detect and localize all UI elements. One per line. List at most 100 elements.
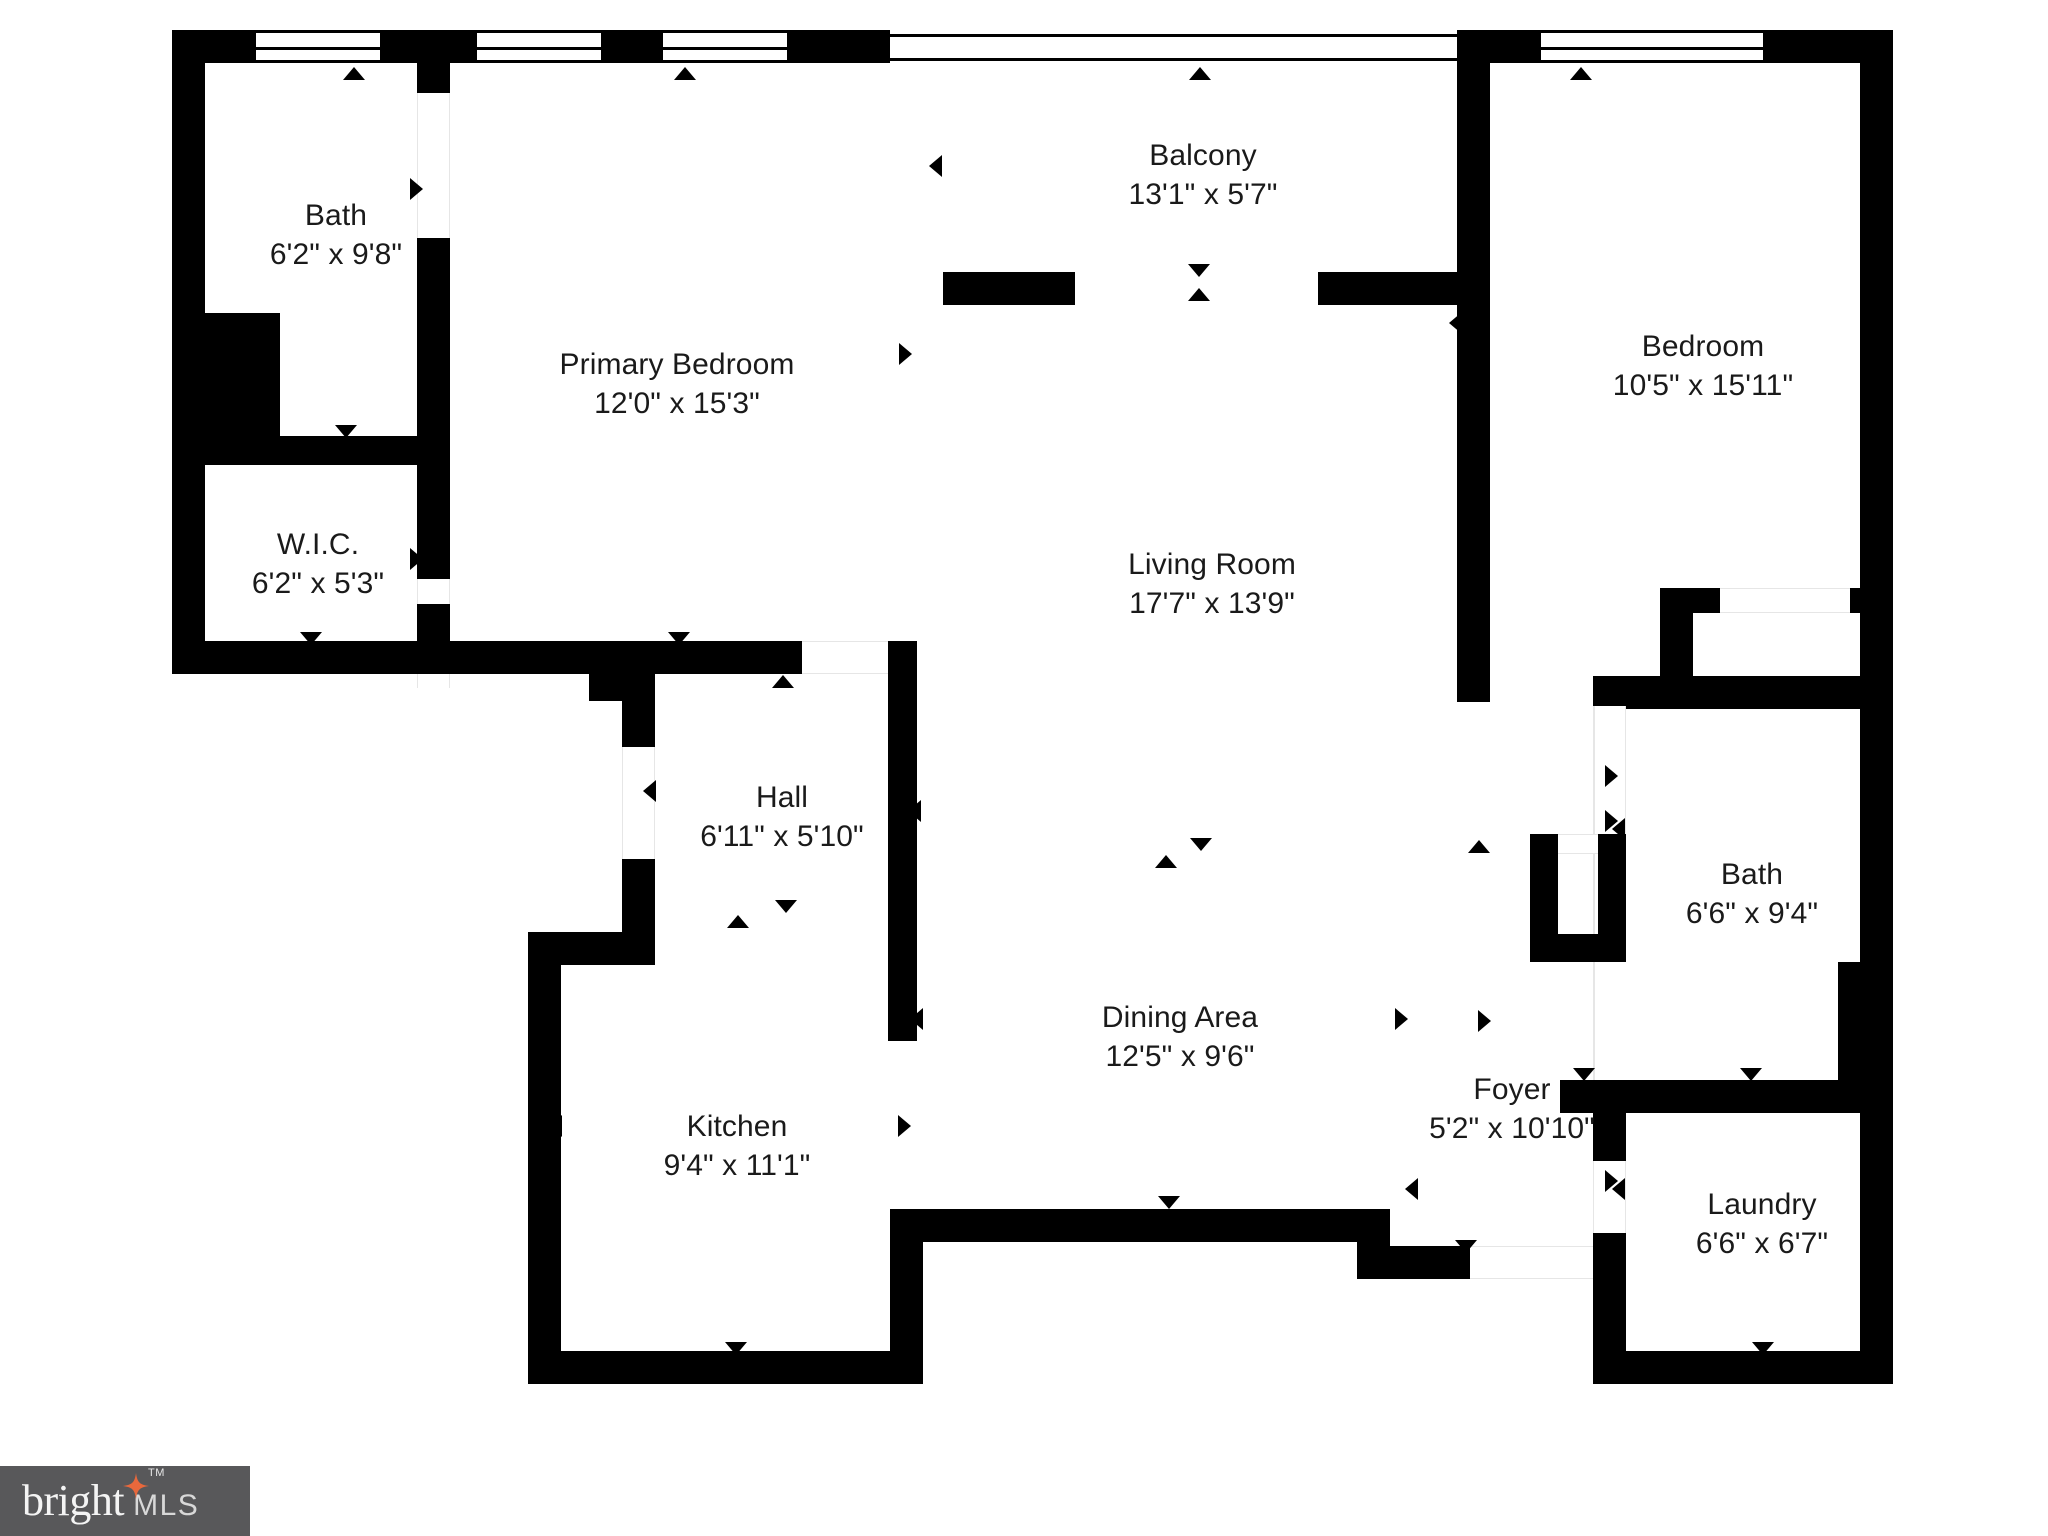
view-marker-icon [1455,1240,1477,1253]
room-name: Bath [304,199,368,232]
room-dimensions: 12'0" x 15'3" [594,387,760,420]
view-marker-icon [1188,288,1210,301]
view-marker-icon [1158,1196,1180,1209]
wall-bedroom-closet-topright [1850,588,1893,613]
window-primary-1 [477,30,601,63]
opening-hall-west[interactable] [622,747,655,859]
room-name: Hall [755,781,809,814]
view-marker-icon [437,343,450,365]
view-marker-icon [775,900,797,913]
room-label-primary-bedroom: Primary Bedroom 12'0" x 15'3" [560,345,795,423]
view-marker-icon [1752,1342,1774,1355]
wall-bedroom-bottom [1457,662,1490,702]
wall-bath-bottom [1560,1080,1893,1113]
room-dimensions: 6'11" x 5'10" [700,820,864,853]
view-marker-icon [1872,312,1885,334]
wall-bath-top [1593,676,1893,709]
view-marker-icon [343,67,365,80]
view-marker-icon [1405,1178,1418,1200]
room-label-balcony: Balcony 13'1" x 5'7" [1128,136,1277,214]
room-label-wic: W.I.C. 6'2" x 5'3" [252,525,384,603]
wall-hall-living-stub [888,641,917,1041]
view-marker-icon [1872,818,1885,840]
view-marker-icon [1189,67,1211,80]
opening-bedroom-closet[interactable] [1720,588,1850,613]
room-dimensions: 9'4" x 11'1" [663,1149,811,1182]
wall-top-seg-4 [787,30,890,63]
balcony-railing [890,34,1457,61]
room-label-dining-area: Dining Area 12'5" x 9'6" [1102,998,1258,1076]
view-marker-icon [335,425,357,438]
wall-kitchen-left [528,932,561,1384]
view-marker-icon [1740,1068,1762,1081]
wall-hall-left-upper [622,641,655,747]
view-marker-icon [899,343,912,365]
room-dimensions: 6'2" x 9'8" [269,238,403,271]
opening-hall-north[interactable] [802,641,905,674]
room-name: Kitchen [686,1110,788,1143]
wall-linen-right [1598,834,1626,962]
room-name: Dining Area [1101,1001,1259,1034]
view-marker-icon [410,548,423,570]
corridor-foyer-edge [1593,706,1595,1246]
opening-linen-closet[interactable] [1558,834,1598,854]
window-bath [256,30,380,63]
view-marker-icon [1758,1092,1780,1105]
room-name: Living Room [1128,548,1296,581]
wall-top-seg-3 [601,30,663,63]
room-name: Bath [1720,858,1784,891]
room-label-laundry: Laundry 6'6" x 6'7" [1696,1185,1828,1263]
wall-dining-bottom [890,1209,1390,1242]
room-name: Laundry [1707,1188,1817,1221]
view-marker-icon [1570,67,1592,80]
view-marker-icon [549,1115,562,1137]
wall-bath-primary-mid [417,238,450,579]
room-label-bath-primary: Bath 6'2" x 9'8" [270,196,402,274]
room-label-bedroom: Bedroom 10'5" x 15'11" [1613,327,1793,405]
view-marker-icon [643,780,656,802]
room-dimensions: 17'7" x 13'9" [1129,587,1295,620]
view-marker-icon [1478,1010,1491,1032]
opening-bath-door[interactable] [417,93,450,238]
view-marker-icon [296,440,318,453]
wall-kitchen-bottom [528,1351,923,1384]
room-name: Balcony [1149,139,1257,172]
view-marker-icon [898,1115,911,1137]
opening-entry-door[interactable] [1470,1246,1600,1279]
wall-dining-step-down [1357,1209,1390,1279]
wall-bedroom-living [1457,30,1490,685]
room-label-foyer: Foyer 5'2" x 10'10" [1429,1070,1595,1148]
view-marker-icon [772,675,794,688]
wall-bedroom-closet-top [1660,588,1720,613]
view-marker-icon [1573,1068,1595,1081]
view-marker-icon [182,548,195,570]
view-marker-icon [1605,765,1618,787]
view-marker-icon [908,800,921,822]
room-dimensions: 12'5" x 9'6" [1105,1040,1255,1073]
room-dimensions: 5'2" x 10'10" [1429,1112,1595,1145]
wall-foyer-laundry [1593,1113,1626,1161]
window-primary-2 [663,30,787,63]
view-marker-icon [1468,840,1490,853]
view-marker-icon [1155,855,1177,868]
view-marker-icon [300,632,322,645]
view-marker-icon [725,1342,747,1355]
view-marker-icon [1612,818,1625,840]
room-dimensions: 13'1" x 5'7" [1128,178,1278,211]
room-label-living-room: Living Room 17'7" x 13'9" [1128,545,1296,623]
view-marker-icon [1449,312,1462,334]
wall-balcony-right-return [1318,272,1457,305]
logo-trademark: TM [148,1467,165,1479]
wall-wic-primary [417,604,450,674]
bright-mls-logo: bright MLS TM [0,1466,250,1536]
view-marker-icon [910,1008,923,1030]
view-marker-icon [182,178,195,200]
view-marker-icon [1188,264,1210,277]
room-name: W.I.C. [276,528,360,561]
room-name: Primary Bedroom [559,348,795,381]
room-label-kitchen: Kitchen 9'4" x 11'1" [664,1107,811,1185]
window-bedroom [1541,30,1763,63]
room-label-bath-hall: Bath 6'6" x 9'4" [1686,855,1818,933]
view-marker-icon [727,915,749,928]
